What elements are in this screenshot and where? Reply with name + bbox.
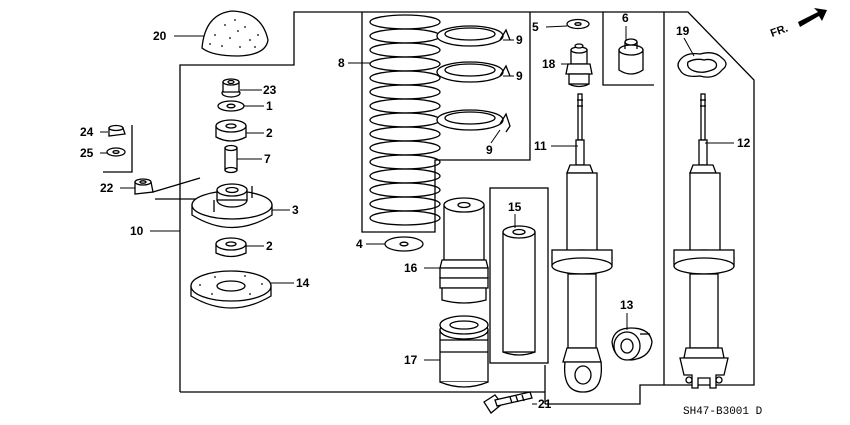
part-bump-stop-18	[565, 43, 593, 88]
callout-17: 17	[404, 353, 418, 367]
callout-21: 21	[538, 397, 552, 411]
callout-4: 4	[356, 237, 363, 251]
callout-5: 5	[532, 20, 539, 34]
callout-9-top: 9	[516, 33, 523, 47]
part-bushing-6	[618, 38, 644, 75]
part-dust-boot	[439, 197, 489, 304]
callout-14: 14	[296, 276, 310, 290]
part-rubber-seat-19	[677, 52, 727, 78]
part-washer-25	[106, 147, 126, 157]
callout-18: 18	[542, 57, 556, 71]
part-shock-absorber-11	[551, 93, 613, 393]
part-bushing-lower	[215, 237, 247, 258]
callout-7: 7	[264, 152, 271, 166]
callout-19: 19	[676, 24, 690, 38]
callout-9-middle: 9	[516, 69, 523, 83]
part-bushing-upper	[215, 119, 247, 142]
part-protector-tube	[502, 225, 536, 356]
part-upper-mount	[191, 183, 273, 229]
callout-6: 6	[622, 11, 629, 25]
front-direction-indicator: FR.	[769, 8, 827, 40]
part-washer-5	[566, 18, 590, 30]
callout-8: 8	[338, 56, 345, 70]
part-spring-seat-middle	[436, 61, 511, 83]
callout-15: 15	[508, 200, 522, 214]
part-spring-seat-top	[436, 25, 511, 47]
part-collar-7	[224, 144, 238, 174]
part-bushing-13	[611, 327, 653, 361]
callout-20: 20	[153, 29, 167, 43]
callout-2-upper: 2	[266, 126, 273, 140]
part-dust-cap	[201, 10, 269, 57]
part-nut-24	[108, 124, 126, 137]
callout-2-lower: 2	[266, 239, 273, 253]
part-coil-spring	[369, 14, 441, 226]
leader-lines	[100, 25, 734, 405]
part-shock-absorber-12	[673, 93, 735, 389]
part-spring-seat-bottom	[436, 109, 511, 133]
callout-9-bottom: 9	[486, 143, 493, 157]
callout-23: 23	[263, 83, 277, 97]
callout-3: 3	[292, 203, 299, 217]
callout-1: 1	[266, 99, 273, 113]
part-bump-stop-boot	[439, 315, 489, 388]
callout-25: 25	[80, 146, 94, 160]
part-washer-4	[384, 236, 424, 252]
part-spacer-plate	[190, 270, 272, 309]
part-bolt-21	[483, 391, 533, 414]
part-nut-22	[134, 177, 201, 200]
front-arrow-icon	[798, 8, 827, 27]
callout-11: 11	[534, 139, 547, 153]
part-washer-1	[217, 100, 245, 112]
callout-10: 10	[130, 224, 144, 238]
callout-labels: 20 23 1 2 7 24 25 22 3 10 2 14 8 9 9 9 4…	[80, 11, 751, 411]
direction-label: FR.	[769, 22, 790, 39]
callout-13: 13	[620, 298, 634, 312]
frame-lines	[103, 11, 755, 405]
drawing-code: SH47-B3001 D	[683, 406, 763, 418]
callout-12: 12	[737, 136, 751, 150]
callout-24: 24	[80, 125, 94, 139]
part-nut-23	[221, 78, 241, 98]
callout-22: 22	[100, 181, 114, 195]
callout-16: 16	[404, 261, 418, 275]
